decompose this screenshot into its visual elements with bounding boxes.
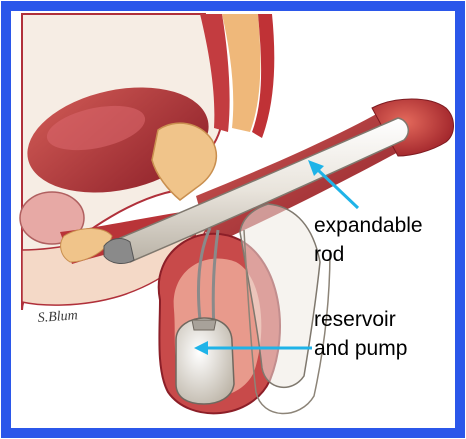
pump-valve bbox=[192, 320, 216, 330]
artist-signature: S.Blum bbox=[37, 308, 78, 326]
label-rod: rod bbox=[314, 243, 344, 267]
label-expandable: expandable bbox=[314, 214, 423, 238]
pump-reservoir bbox=[176, 318, 234, 404]
rod-tip bbox=[104, 239, 134, 264]
label-reservoir: reservoir bbox=[314, 308, 396, 332]
label-and-pump: and pump bbox=[314, 337, 407, 361]
